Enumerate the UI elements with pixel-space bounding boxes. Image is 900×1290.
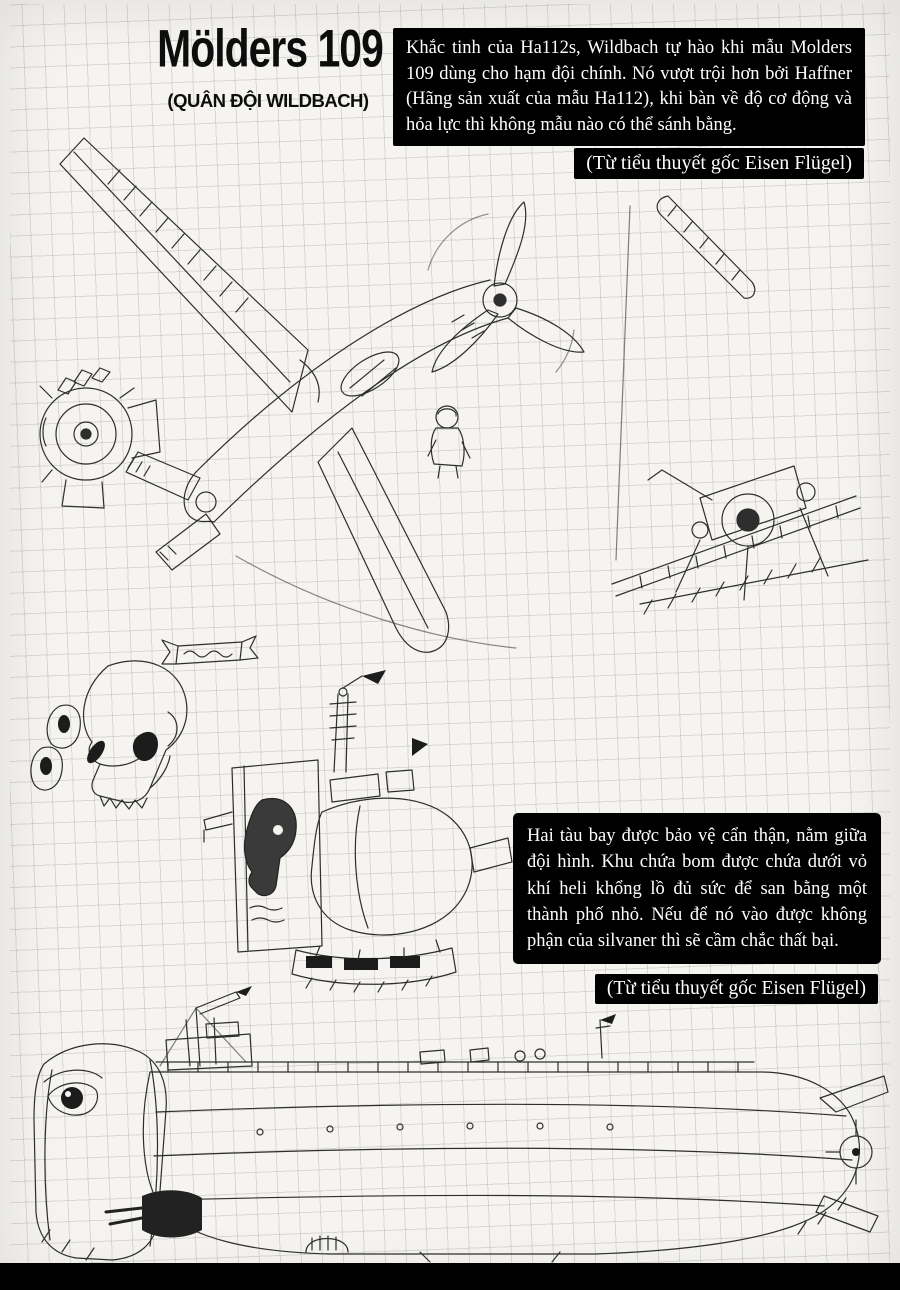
caption-top-text: Khắc tinh của Ha112s, Wildbach tự hào kh… bbox=[393, 28, 865, 147]
caption-middle-attribution: (Từ tiểu thuyết gốc Eisen Flügel) bbox=[594, 974, 878, 1004]
bottom-black-bar bbox=[0, 1263, 900, 1290]
caption-middle-text: Hai tàu bay được bảo vệ cẩn thận, nằm gi… bbox=[513, 813, 881, 965]
grid-paper-background bbox=[10, 4, 890, 1264]
page-title: Mölders 109 bbox=[157, 20, 384, 79]
page-subtitle: (QUÂN ĐỘI WILDBACH) bbox=[167, 90, 369, 111]
grid-lines bbox=[10, 4, 890, 1264]
caption-top-attribution: (Từ tiểu thuyết gốc Eisen Flügel) bbox=[574, 148, 864, 179]
